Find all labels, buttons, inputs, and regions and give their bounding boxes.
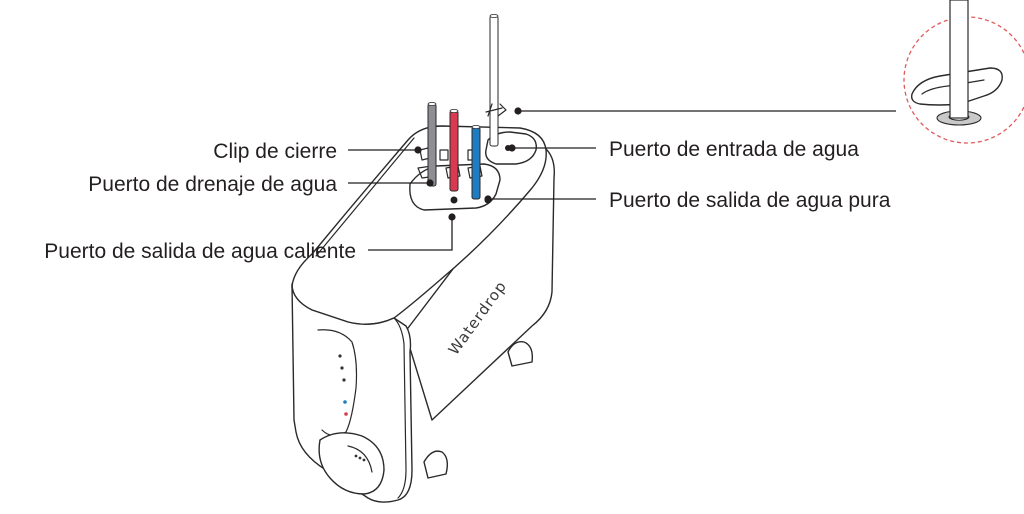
hot-water-tube-end <box>449 109 459 114</box>
inlet-tube-end <box>489 13 499 18</box>
inlet-tube <box>485 13 507 147</box>
indicator-lights <box>338 354 366 462</box>
purifier-bottom-opening <box>318 432 385 495</box>
label-pure: Puerto de salida de agua pura <box>609 189 891 212</box>
indicator-light <box>358 456 362 460</box>
leader-detail-dot <box>514 107 522 115</box>
purifier-bottom-opening-inner <box>347 445 373 473</box>
label-hot: Puerto de salida de agua caliente <box>44 240 356 263</box>
label-clip: Clip de cierre <box>213 140 337 163</box>
detail-tube <box>949 0 969 119</box>
pure-water-tube-end <box>471 125 481 130</box>
pure-water-tube-body <box>471 126 481 200</box>
clip-detail-callout <box>903 0 1024 144</box>
purifier-front-edge <box>393 317 407 499</box>
indicator-light <box>342 378 346 382</box>
hot-water-port <box>450 196 458 204</box>
leader-drain-dot <box>426 179 434 187</box>
indicator-light-red <box>344 412 348 416</box>
indicator-light <box>340 366 344 370</box>
inlet-clip <box>485 103 507 117</box>
drain-tube-body <box>427 103 437 187</box>
detail-clip-slot <box>921 79 985 95</box>
pure-water-tube <box>471 125 481 200</box>
leader-clip-dot <box>414 146 422 154</box>
hot-water-tube-body <box>449 110 459 192</box>
indicator-light-blue <box>343 400 347 404</box>
indicator-light <box>354 454 358 458</box>
drain-tube-end <box>427 102 437 107</box>
leader-hot <box>368 219 453 251</box>
purifier-top-edge <box>315 137 415 257</box>
clip-fitting <box>439 149 449 161</box>
indicator-light <box>362 458 366 462</box>
leader-pure-dot <box>484 195 492 203</box>
purifier-foot-front <box>423 450 449 479</box>
inlet-tube-body <box>489 15 499 147</box>
labels: Clip de cierre Puerto de drenaje de agua… <box>44 138 890 263</box>
drain-tube <box>427 102 437 187</box>
purifier-right-side <box>404 147 555 421</box>
indicator-light <box>338 354 342 358</box>
hot-water-tube <box>449 109 459 192</box>
label-drain: Puerto de drenaje de agua <box>88 173 337 196</box>
leader-inlet-dot <box>508 144 516 152</box>
leader-hot-dot <box>448 213 456 221</box>
label-inlet: Puerto de entrada de agua <box>609 138 859 161</box>
leader-lines <box>348 107 896 251</box>
purifier-foot-right <box>507 341 534 367</box>
